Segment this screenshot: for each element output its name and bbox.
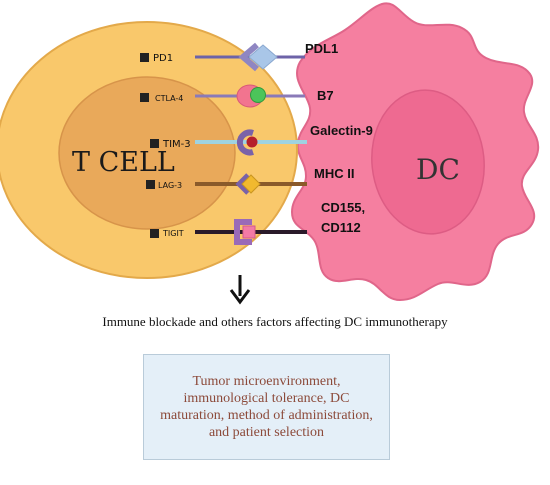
- t-cell: [0, 21, 298, 279]
- down-arrow-icon: [229, 275, 251, 305]
- ligand-label-cd112: CD112: [321, 220, 361, 235]
- tigit-receptor-icon: [150, 219, 252, 245]
- receptor-label-pd1: PD1: [153, 53, 173, 64]
- galectin9-ligand-icon: [246, 136, 258, 148]
- dendritic-cell: [290, 2, 540, 302]
- ligand-label-pdl1: PDL1: [305, 41, 338, 56]
- pd1-receptor-icon: [140, 42, 259, 72]
- factors-text: Tumor microenvironment, immunological to…: [160, 374, 373, 440]
- dendritic-cell-nucleus: [371, 89, 485, 235]
- receptor-label-tim3: TIM-3: [162, 139, 191, 150]
- lag3-receptor-icon: [146, 173, 250, 195]
- receptor-label-lag3: LAG-3: [158, 181, 182, 190]
- pdl1-ligand-icon: [248, 44, 278, 70]
- ligand-label-cd155: CD155,: [321, 200, 365, 215]
- caption: Immune blockade and others factors affec…: [102, 314, 448, 329]
- tim3-receptor-icon: [150, 129, 254, 156]
- cd155-ligand-icon: [242, 225, 256, 239]
- receptor-label-ctla4: CTLA-4: [155, 94, 183, 103]
- t-cell-label: T CELL: [72, 147, 175, 178]
- ligand-label-mhcii: MHC II: [314, 166, 354, 181]
- dc-label: DC: [416, 153, 460, 186]
- receptor-label-tigit: TIGIT: [162, 229, 184, 238]
- b7-ligand-icon: [250, 87, 266, 103]
- ligand-label-galectin9: Galectin-9: [310, 123, 373, 138]
- t-cell-nucleus: [58, 76, 236, 230]
- ligand-label-b7: B7: [317, 88, 334, 103]
- mhcii-ligand-icon: [241, 174, 261, 194]
- factors-box: Tumor microenvironment, immunological to…: [143, 354, 390, 460]
